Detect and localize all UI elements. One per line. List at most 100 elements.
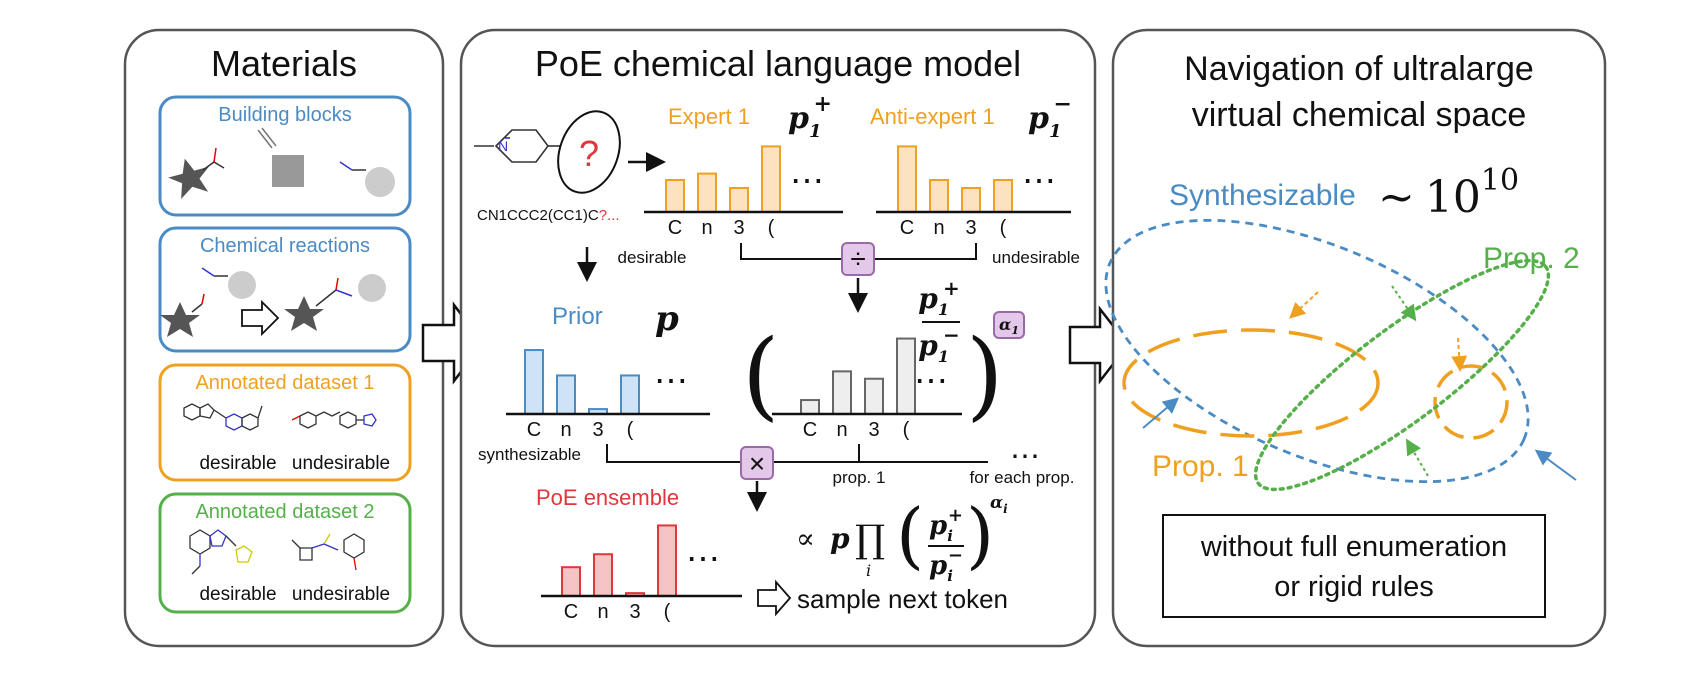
annotated-dataset-2-label: Annotated dataset 2 [195, 501, 374, 523]
prior-bar-4 [620, 374, 640, 415]
prior-dots: ⋯ [654, 362, 688, 400]
svg-text:∝: ∝ [796, 522, 815, 555]
left-paren: ( [742, 319, 779, 431]
anti_expert-bar-2 [929, 179, 949, 213]
input-molecule-n: N [498, 138, 508, 154]
sample-arrow-icon [757, 579, 792, 617]
annotated-2-desirable: desirable [199, 584, 276, 605]
prop2-region [1253, 258, 1551, 492]
svg-text:(: ( [896, 493, 924, 577]
divide-button [841, 242, 875, 276]
annotated-1-undesirable: undesirable [292, 453, 390, 474]
expert-symbol: p1+ [788, 91, 832, 142]
circle-building-block-icon [339, 161, 395, 197]
expert-token-4: ( [768, 217, 775, 239]
ensemble-formula: ∝ p ∏ i ( pi+ pi− ) αi [796, 493, 1008, 585]
multiply-bracket [606, 444, 988, 463]
svg-text:p: p [830, 522, 850, 555]
ensemble-dots: ⋯ [686, 540, 720, 578]
space-synthesizable-label: Synthesizable [1169, 179, 1356, 212]
prior-token-1: C [527, 419, 541, 441]
blue-arrow-left [1142, 397, 1180, 429]
ensemble-token-2: n [597, 601, 608, 623]
reactant-amine-icon [201, 267, 256, 299]
anti_expert-bar-4 [993, 179, 1013, 213]
prop2-space-label: Prop. 2 [1483, 242, 1580, 275]
ratio-fraction: p1+ p1− [918, 276, 960, 366]
expert-bar-1 [665, 179, 685, 213]
undesirable-label: undesirable [992, 248, 1080, 267]
expert-bar-2 [697, 172, 717, 214]
product-icon [284, 274, 386, 331]
ensemble-bar-4 [657, 524, 677, 597]
desirable-label: desirable [618, 248, 687, 267]
next-token-oval [557, 110, 621, 194]
svg-text:∏: ∏ [855, 517, 885, 561]
expert-dots: ⋯ [790, 162, 824, 200]
ratio-bar-1 [800, 399, 820, 415]
materials-title: Materials [211, 43, 357, 84]
ratio-token-2: n [836, 419, 847, 441]
note-line1: without full enumeration [1200, 531, 1507, 563]
anti-expert-dots: ⋯ [1022, 162, 1056, 200]
prior-token-2: n [560, 419, 571, 441]
square-building-block-icon [257, 127, 304, 187]
svg-text:): ) [966, 493, 994, 577]
divide-symbol: ÷ [850, 243, 865, 274]
svg-text:pi−: pi− [929, 545, 963, 585]
anti-expert-symbol: p1− [1028, 91, 1072, 142]
navigation-panel: Navigation of ultralarge virtual chemica… [1104, 28, 1607, 648]
reaction-arrow-icon [241, 299, 280, 337]
anti_expert-bar-3 [961, 187, 981, 213]
molecule-undesirable-1-icon [291, 411, 377, 429]
expert-bar-4 [761, 145, 781, 213]
ratio-bar-4 [896, 337, 916, 415]
prior-label: Prior [552, 303, 603, 330]
multiply-button [740, 446, 774, 480]
expert-token-2: n [701, 217, 712, 239]
sample-label: sample next token [797, 584, 1008, 614]
for-each-prop-label: for each prop. [970, 468, 1075, 487]
expert-bar-3 [729, 187, 749, 213]
annotated-dataset-1-label: Annotated dataset 1 [195, 372, 374, 394]
prop1-region-a [1122, 328, 1380, 438]
ratio-bar-3 [864, 377, 884, 415]
navigation-title-line2: virtual chemical space [1192, 96, 1526, 134]
anti_expert-token-1: C [900, 217, 914, 239]
ratio-token-3: 3 [868, 419, 879, 441]
multiply-symbol: × [749, 448, 765, 479]
navigation-title-line1: Navigation of ultralarge [1184, 50, 1534, 88]
molecule-undesirable-2-icon [291, 533, 365, 571]
prior-bar-1 [524, 349, 544, 416]
right-paren: ) [966, 319, 1003, 431]
ratio-token-1: C [803, 419, 817, 441]
ratio-bar-2 [832, 370, 852, 415]
smiles-string: CN1CCC2(CC1)C?... [477, 207, 620, 224]
space-size: ~1010 [1378, 163, 1519, 223]
expert-label: Expert 1 [668, 104, 750, 129]
svg-text:pi+: pi+ [929, 505, 963, 545]
reactant-acid-icon [160, 293, 205, 337]
ensemble-token-1: C [564, 601, 578, 623]
chemical-reactions-box: Chemical reactions [158, 226, 412, 353]
ensemble-label: PoE ensemble [536, 485, 679, 510]
annotated-dataset-1-box: Annotated dataset 1 desirable undesirabl… [158, 363, 412, 482]
note-line2: or rigid rules [1274, 571, 1434, 603]
molecule-desirable-1-icon [183, 403, 263, 431]
expert-token-3: 3 [733, 217, 744, 239]
synthesizable-region [1104, 218, 1530, 484]
synthesizable-label: synthesizable [478, 445, 581, 464]
prior-bar-2 [556, 374, 576, 415]
ensemble-token-4: ( [664, 601, 671, 623]
model-panel: PoE chemical language model N ? CN1CCC2(… [459, 28, 1097, 648]
ensemble-token-3: 3 [629, 601, 640, 623]
green-arrow-top [1391, 285, 1417, 322]
ensemble-bar-2 [593, 553, 613, 597]
annotated-1-desirable: desirable [199, 453, 276, 474]
annotated-2-undesirable: undesirable [292, 584, 390, 605]
orange-arrow-right [1451, 337, 1468, 372]
